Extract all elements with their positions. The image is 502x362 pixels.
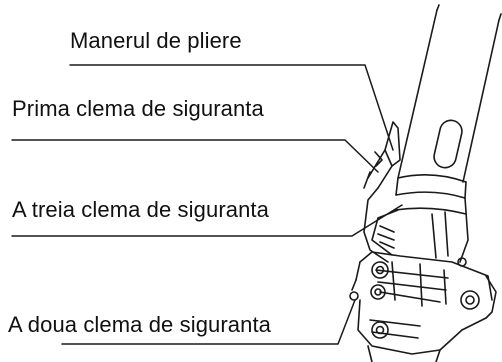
lower-clip-knob	[370, 284, 386, 300]
bottom-clip-knob	[371, 321, 389, 339]
upper-clip-knob	[371, 261, 389, 279]
label-third-safety-clip: A treia clema de siguranta	[12, 197, 269, 222]
stem-collar	[394, 174, 467, 215]
stem-tube	[397, 4, 502, 183]
clamp-body	[363, 187, 469, 263]
leader-line-first-clip	[11, 139, 379, 173]
leader-line-second-clip	[61, 299, 356, 345]
hinge-pivot	[460, 290, 480, 310]
deck-stub	[367, 345, 441, 362]
folding-handle-lever	[363, 121, 401, 189]
hinge-assembly	[351, 251, 497, 355]
safety-clip-knobs	[349, 257, 480, 339]
label-first-safety-clip: Prima clema de siguranta	[12, 96, 264, 121]
leader-lines	[11, 64, 403, 345]
stem-slot	[433, 119, 463, 169]
label-second-safety-clip: A doua clema de siguranta	[8, 312, 272, 337]
leader-line-folding-handle	[69, 64, 394, 151]
label-folding-handle: Manerul de pliere	[70, 28, 242, 53]
